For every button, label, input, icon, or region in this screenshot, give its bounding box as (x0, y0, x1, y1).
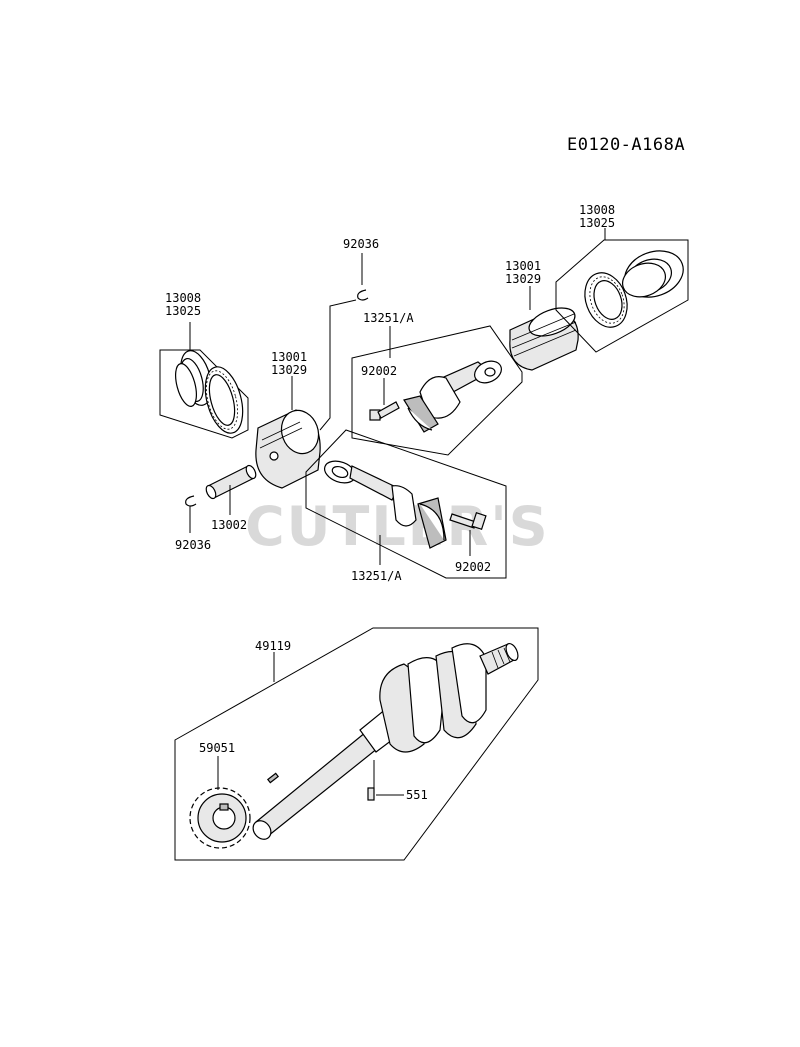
crank-pin[interactable] (367, 787, 375, 801)
crankshaft-frame (174, 627, 539, 861)
label-rod-bottom: 13251/A (351, 569, 402, 583)
connecting-rod-top[interactable] (403, 357, 505, 433)
label-circlip-top: 92036 (343, 237, 379, 251)
piston-right[interactable] (509, 303, 579, 371)
label-piston-pin: 13002 (211, 518, 247, 532)
label-piston-right-a: 13001 (505, 259, 541, 273)
label-circlip-bottom: 92036 (175, 538, 211, 552)
piston-pin[interactable] (204, 464, 257, 500)
label-ring-set-left-b: 13025 (165, 304, 201, 318)
label-crankshaft: 49119 (255, 639, 291, 653)
label-pin: 551 (406, 788, 428, 802)
bolt-bottom[interactable] (449, 512, 487, 530)
label-rod-top: 13251/A (363, 311, 414, 325)
crankshaft[interactable] (249, 642, 520, 843)
crank-gear[interactable] (189, 787, 251, 849)
label-piston-left-b: 13029 (271, 363, 307, 377)
connecting-rod-bottom[interactable] (322, 457, 447, 549)
label-bolt-bottom: 92002 (455, 560, 491, 574)
label-piston-left-a: 13001 (271, 350, 307, 364)
circlip-top[interactable] (357, 289, 369, 301)
circlip-bottom[interactable] (185, 495, 197, 507)
label-ring-set-left-a: 13008 (165, 291, 201, 305)
label-gear: 59051 (199, 741, 235, 755)
piston-ring-set-right[interactable] (555, 228, 690, 353)
label-piston-right-b: 13029 (505, 272, 541, 286)
diagram-code: E0120-A168A (567, 135, 685, 155)
piston-ring-set-left[interactable] (159, 322, 249, 439)
bolt-top[interactable] (369, 401, 400, 421)
piston-left[interactable] (255, 405, 325, 489)
label-ring-set-right-b: 13025 (579, 216, 615, 230)
rod-bottom-frame (305, 429, 507, 579)
label-ring-set-right-a: 13008 (579, 203, 615, 217)
label-bolt-top: 92002 (361, 364, 397, 378)
rod-top-frame (351, 325, 523, 456)
